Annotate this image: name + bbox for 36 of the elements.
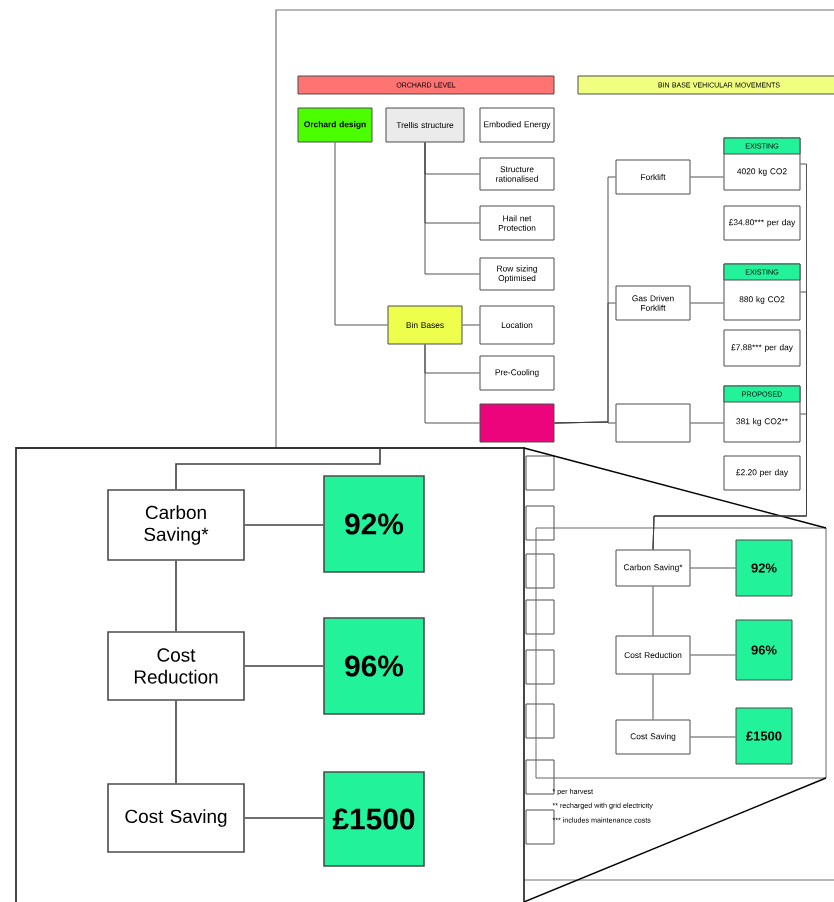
result-box: 96% bbox=[323, 617, 425, 715]
connector-line bbox=[554, 421, 616, 424]
process-box bbox=[525, 649, 555, 685]
connector-line bbox=[690, 302, 724, 304]
process-box bbox=[479, 403, 555, 443]
process-box: Cost Reduction bbox=[107, 631, 245, 701]
connector-line bbox=[424, 142, 480, 275]
process-box bbox=[525, 553, 555, 589]
connector-line bbox=[690, 176, 724, 178]
result-box: 92% bbox=[323, 475, 425, 573]
process-box bbox=[615, 403, 691, 443]
connector-line bbox=[175, 447, 381, 490]
process-box bbox=[525, 455, 555, 491]
connector-line bbox=[690, 567, 736, 569]
connector-line bbox=[462, 324, 480, 326]
connector-line bbox=[244, 817, 324, 819]
process-box: Carbon Saving* bbox=[107, 489, 245, 561]
connector-line bbox=[424, 344, 480, 424]
connector-line bbox=[175, 560, 177, 632]
process-box bbox=[525, 599, 555, 635]
connector-line bbox=[690, 736, 736, 738]
process-box bbox=[525, 809, 555, 845]
connector-line bbox=[334, 142, 388, 326]
process-box bbox=[525, 703, 555, 739]
process-box: Cost Saving bbox=[107, 783, 245, 853]
connector-line bbox=[652, 586, 654, 636]
connector-line bbox=[652, 674, 654, 720]
process-box bbox=[525, 759, 555, 795]
connector-line bbox=[244, 665, 324, 667]
connector-line bbox=[690, 654, 736, 656]
connector-line bbox=[690, 422, 724, 424]
connector-line bbox=[652, 413, 807, 550]
process-box bbox=[525, 505, 555, 541]
connector-line bbox=[244, 524, 324, 526]
connector-line bbox=[175, 700, 177, 784]
result-box: £1500 bbox=[323, 771, 425, 867]
